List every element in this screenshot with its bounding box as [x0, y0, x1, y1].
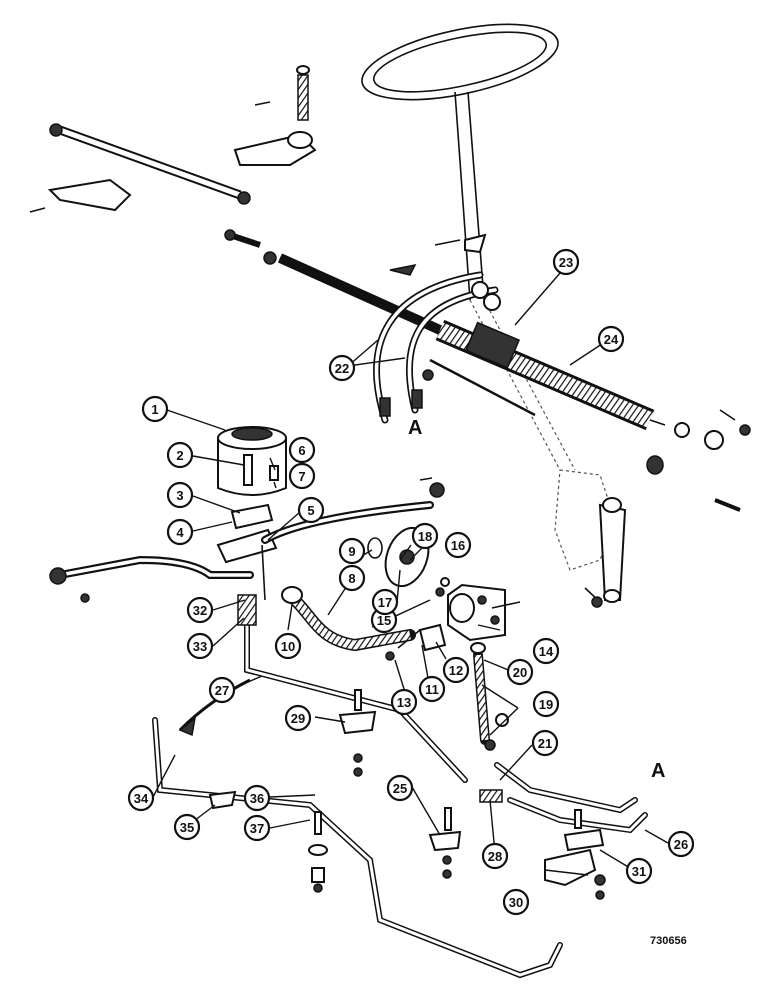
callout-4: 4: [166, 518, 194, 546]
callout-10: 10: [274, 632, 302, 660]
callout-2: 2: [166, 441, 194, 469]
svg-text:16: 16: [451, 538, 465, 553]
svg-text:13: 13: [397, 695, 411, 710]
svg-text:28: 28: [488, 849, 502, 864]
svg-text:21: 21: [538, 736, 552, 751]
callout-8: 8: [338, 564, 366, 592]
svg-text:36: 36: [250, 791, 264, 806]
svg-text:12: 12: [449, 663, 463, 678]
drawing-number: 730656: [650, 935, 687, 947]
svg-text:19: 19: [539, 697, 553, 712]
svg-text:17: 17: [378, 595, 392, 610]
callout-34: 34: [127, 784, 155, 812]
svg-text:11: 11: [425, 682, 439, 697]
callout-1: 1: [141, 395, 169, 423]
callout-16: 16: [444, 531, 472, 559]
svg-text:32: 32: [193, 603, 207, 618]
callout-32: 32: [186, 596, 214, 624]
svg-text:25: 25: [393, 781, 407, 796]
callout-13: 13: [390, 688, 418, 716]
svg-text:9: 9: [348, 544, 355, 559]
svg-text:14: 14: [539, 644, 554, 659]
svg-text:15: 15: [377, 613, 391, 628]
callout-9: 9: [338, 537, 366, 565]
svg-text:2: 2: [176, 448, 183, 463]
callout-28: 28: [481, 842, 509, 870]
callout-23: 23: [552, 248, 580, 276]
svg-text:8: 8: [348, 571, 355, 586]
hydraulic-pump: [367, 526, 521, 661]
pressure-hose: [470, 642, 496, 751]
svg-text:5: 5: [307, 503, 314, 518]
callout-36: 36: [243, 784, 271, 812]
callout-3: 3: [166, 481, 194, 509]
svg-text:3: 3: [176, 488, 183, 503]
svg-text:22: 22: [335, 361, 349, 376]
steering-wheel: [361, 23, 576, 471]
svg-text:33: 33: [193, 639, 207, 654]
svg-text:37: 37: [250, 821, 264, 836]
svg-text:6: 6: [298, 443, 305, 458]
callout-29: 29: [284, 704, 312, 732]
svg-text:26: 26: [674, 837, 688, 852]
svg-text:27: 27: [215, 683, 229, 698]
svg-text:18: 18: [418, 529, 432, 544]
svg-text:10: 10: [281, 639, 295, 654]
callout-22: 22: [328, 354, 356, 382]
callout-20: 20: [506, 658, 534, 686]
callout-27: 27: [208, 676, 236, 704]
connection-letter-a-upper: A: [408, 417, 422, 439]
callout-6: 6: [288, 436, 316, 464]
power-steering-cylinder: [277, 233, 751, 512]
callout-12: 12: [442, 656, 470, 684]
lower-tie-rod: [49, 477, 445, 603]
leader-lines: [152, 264, 669, 876]
svg-text:35: 35: [180, 820, 194, 835]
callout-18: 18: [411, 522, 439, 550]
callout-25: 25: [386, 774, 414, 802]
front-steering-linkage: [29, 65, 317, 265]
callout-21: 21: [531, 729, 559, 757]
svg-text:30: 30: [509, 895, 523, 910]
callout-35: 35: [173, 813, 201, 841]
callout-14: 14: [532, 637, 560, 665]
callout-7: 7: [288, 462, 316, 490]
svg-text:1: 1: [151, 402, 158, 417]
callout-37: 37: [243, 814, 271, 842]
svg-text:29: 29: [291, 711, 305, 726]
hydraulic-hoses: [373, 271, 501, 424]
svg-text:4: 4: [176, 525, 184, 540]
steering-gear-box: [554, 469, 627, 608]
clamps-and-hardware: [208, 689, 606, 900]
callout-33: 33: [186, 632, 214, 660]
hydraulic-lines: [152, 594, 648, 979]
callout-30: 30: [502, 888, 530, 916]
callout-31: 31: [625, 857, 653, 885]
callout-5: 5: [297, 496, 325, 524]
callout-24: 24: [597, 325, 625, 353]
callout-17: 17: [371, 588, 399, 616]
svg-text:34: 34: [134, 791, 149, 806]
svg-text:31: 31: [632, 864, 646, 879]
suction-hose: [281, 586, 416, 652]
svg-text:23: 23: [559, 255, 573, 270]
callout-26: 26: [667, 830, 695, 858]
connection-letter-a-lower: A: [651, 760, 665, 782]
svg-text:24: 24: [604, 332, 619, 347]
svg-text:7: 7: [298, 469, 305, 484]
reservoir: [216, 426, 287, 564]
callout-19: 19: [532, 690, 560, 718]
callout-11: 11: [418, 675, 446, 703]
svg-text:20: 20: [513, 665, 527, 680]
